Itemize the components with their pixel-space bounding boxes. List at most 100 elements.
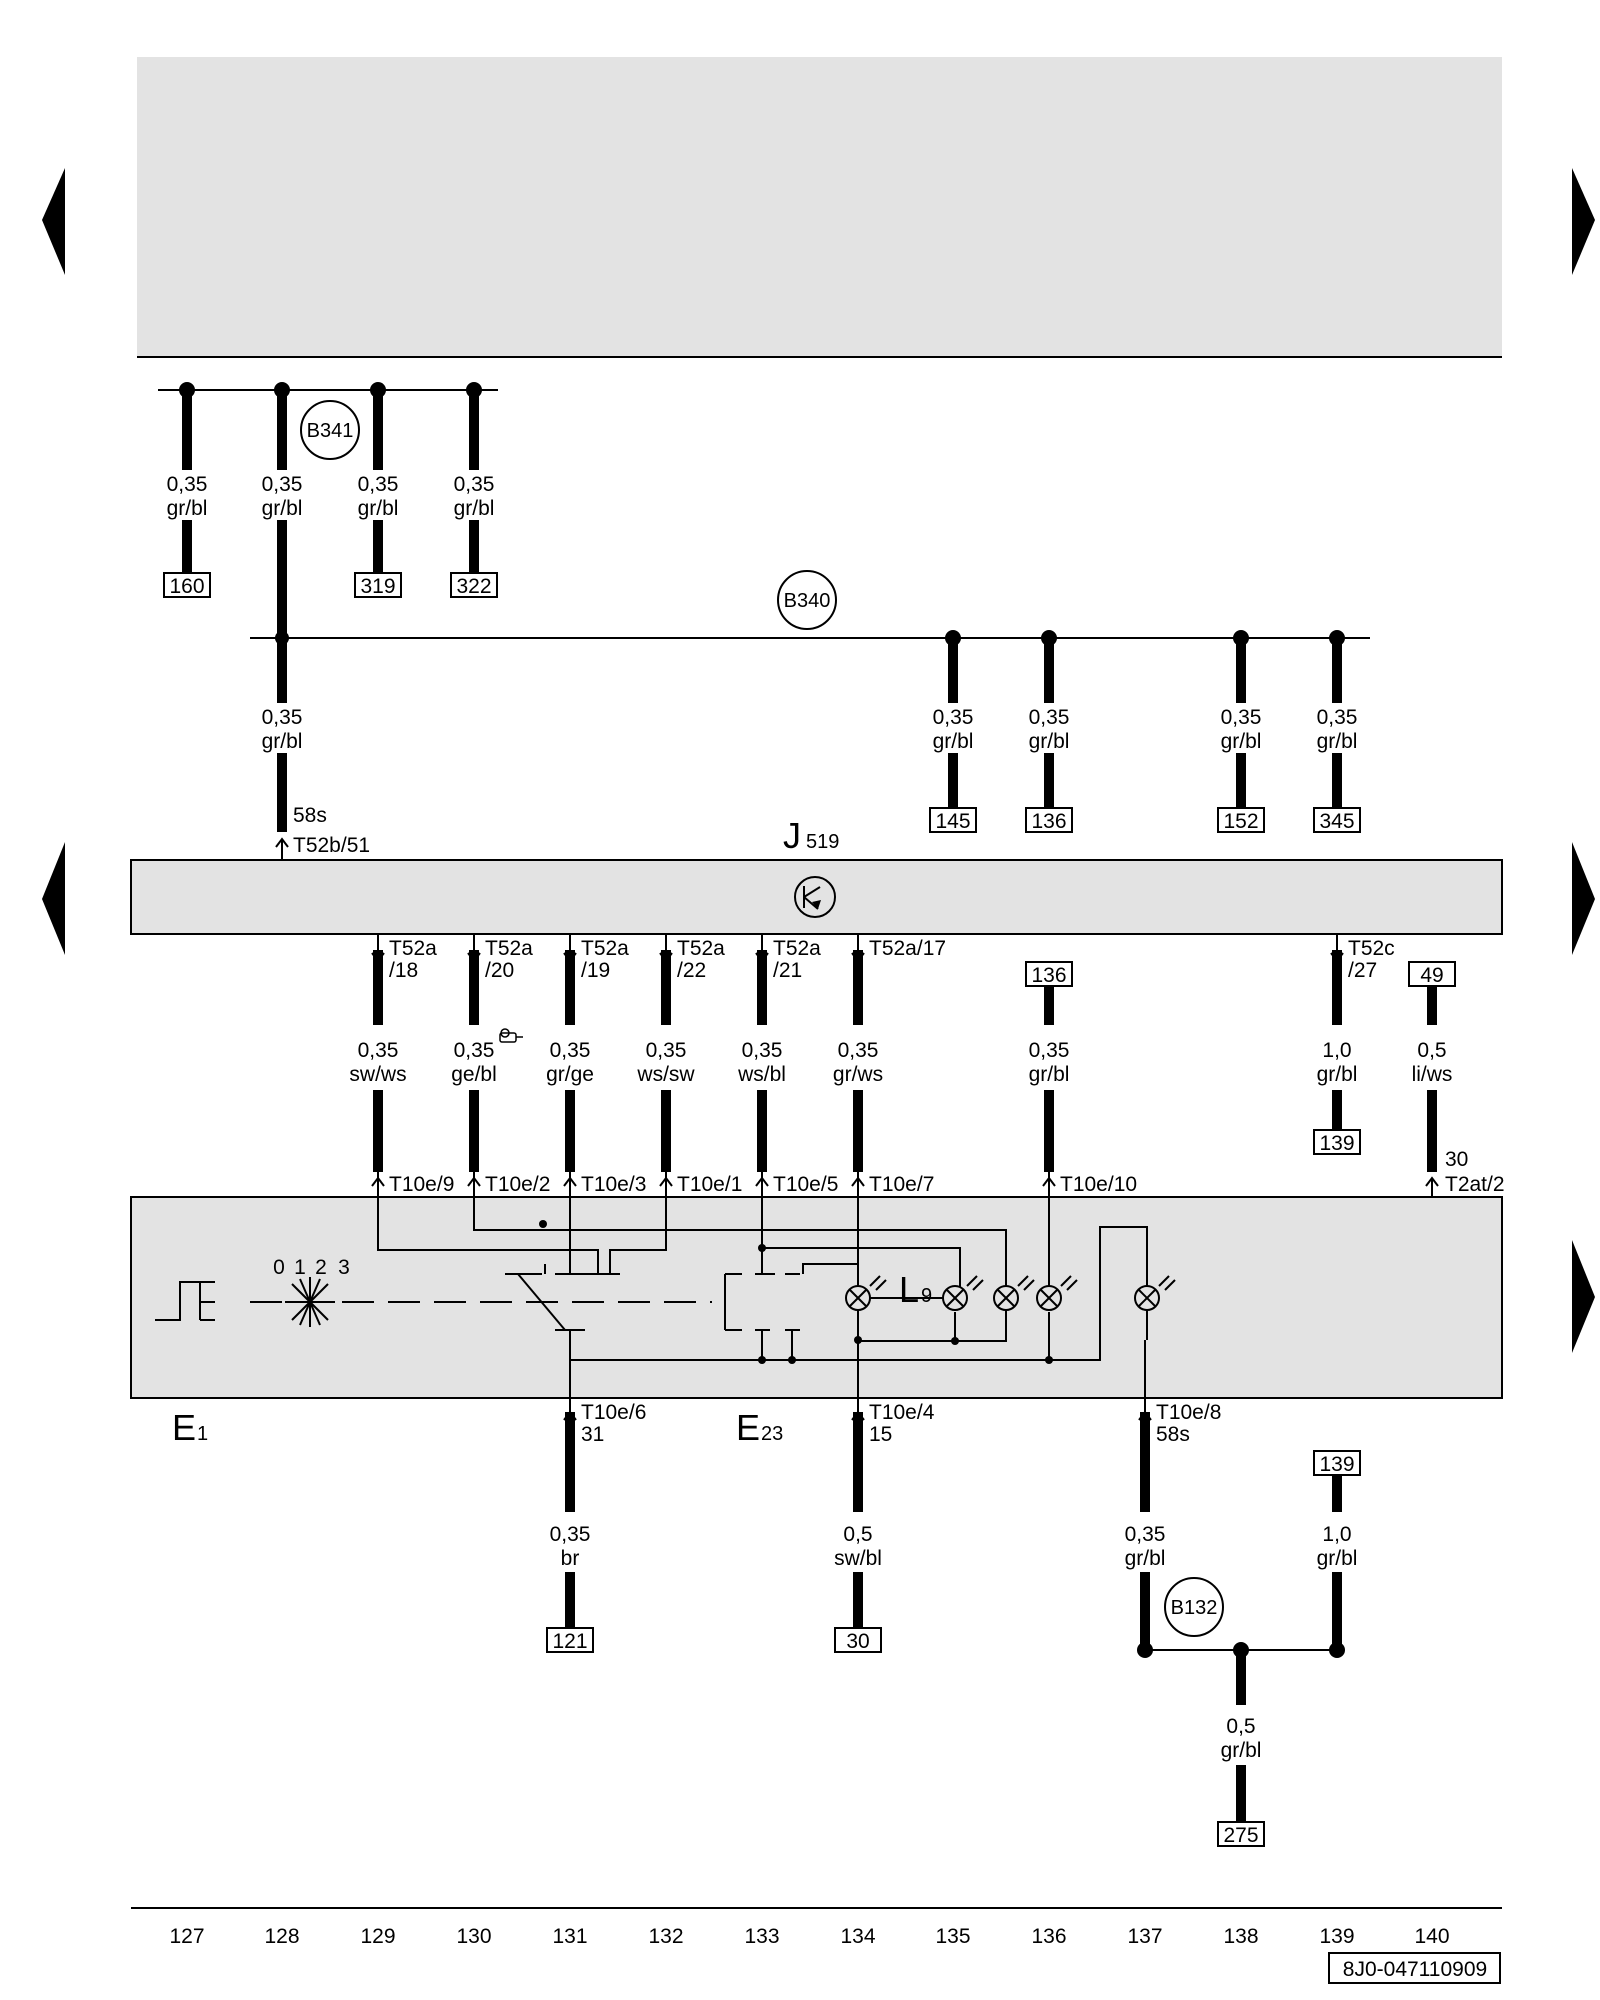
column-numbers: 127 128 129 130 131 132 133 134 135 136 … bbox=[169, 1925, 1449, 1948]
svg-text:/22: /22 bbox=[677, 959, 706, 982]
nav-left-mid-arrow-icon[interactable] bbox=[42, 842, 65, 955]
svg-text:3: 3 bbox=[338, 1256, 350, 1279]
svg-text:132: 132 bbox=[648, 1925, 683, 1948]
svg-text:127: 127 bbox=[169, 1925, 204, 1948]
svg-text:0,35: 0,35 bbox=[1221, 706, 1262, 729]
connector-b132-label: B132 bbox=[1171, 1597, 1218, 1619]
svg-text:ws/bl: ws/bl bbox=[737, 1063, 786, 1086]
svg-text:58s: 58s bbox=[293, 804, 327, 827]
svg-text:0: 0 bbox=[273, 1256, 285, 1279]
svg-text:345: 345 bbox=[1319, 810, 1354, 833]
svg-text:/20: /20 bbox=[485, 959, 514, 982]
reference-boxes bbox=[163, 572, 1456, 1847]
svg-text:0,35: 0,35 bbox=[358, 473, 399, 496]
svg-text:/19: /19 bbox=[581, 959, 610, 982]
svg-text:0,35: 0,35 bbox=[838, 1039, 879, 1062]
svg-text:49: 49 bbox=[1420, 964, 1443, 987]
svg-text:58s: 58s bbox=[1156, 1423, 1190, 1446]
svg-text:1: 1 bbox=[294, 1256, 306, 1279]
module-e1-e23 bbox=[130, 1196, 1503, 1399]
svg-text:gr/bl: gr/bl bbox=[358, 497, 399, 520]
svg-text:139: 139 bbox=[1319, 1132, 1354, 1155]
svg-text:gr/bl: gr/bl bbox=[1029, 1063, 1070, 1086]
svg-text:121: 121 bbox=[552, 1630, 587, 1653]
control-unit-icon bbox=[794, 876, 836, 918]
connector-b340-label: B340 bbox=[784, 590, 831, 612]
key-icon bbox=[499, 1028, 523, 1043]
wires bbox=[182, 390, 1437, 1822]
svg-text:138: 138 bbox=[1223, 1925, 1258, 1948]
svg-text:br: br bbox=[561, 1547, 580, 1570]
svg-text:ge/bl: ge/bl bbox=[451, 1063, 497, 1086]
svg-text:T10e/1: T10e/1 bbox=[677, 1173, 742, 1196]
bulb-icon bbox=[1134, 1275, 1176, 1311]
doc-id-box bbox=[1328, 1952, 1501, 1984]
nav-right-top-arrow-icon[interactable] bbox=[1572, 168, 1595, 275]
svg-text:136: 136 bbox=[1031, 964, 1066, 987]
svg-text:30: 30 bbox=[846, 1630, 869, 1653]
nav-right-low-arrow-icon[interactable] bbox=[1572, 1240, 1595, 1353]
svg-text:T52b/51: T52b/51 bbox=[293, 834, 370, 857]
svg-text:gr/ge: gr/ge bbox=[546, 1063, 594, 1086]
doc-id: 8J0-047110909 bbox=[1343, 1958, 1487, 1981]
connector-b340 bbox=[777, 570, 837, 630]
svg-text:gr/ws: gr/ws bbox=[833, 1063, 883, 1086]
svg-text:gr/bl: gr/bl bbox=[1317, 1547, 1358, 1570]
svg-text:0,35: 0,35 bbox=[167, 473, 208, 496]
svg-text:136: 136 bbox=[1031, 810, 1066, 833]
svg-text:160: 160 bbox=[169, 575, 204, 598]
bulbs bbox=[845, 1275, 1176, 1311]
svg-text:gr/bl: gr/bl bbox=[1029, 730, 1070, 753]
svg-text:131: 131 bbox=[552, 1925, 587, 1948]
svg-text:0,5: 0,5 bbox=[1417, 1039, 1446, 1062]
svg-text:sw/bl: sw/bl bbox=[834, 1547, 882, 1570]
bulb-icon bbox=[993, 1275, 1035, 1311]
svg-text:T52a: T52a bbox=[389, 937, 437, 960]
svg-text:T10e/9: T10e/9 bbox=[389, 1173, 454, 1196]
svg-text:T10e/10: T10e/10 bbox=[1060, 1173, 1137, 1196]
bulb-icon bbox=[1036, 1275, 1078, 1311]
svg-text:133: 133 bbox=[744, 1925, 779, 1948]
svg-text:140: 140 bbox=[1414, 1925, 1449, 1948]
svg-text:139: 139 bbox=[1319, 1925, 1354, 1948]
nav-left-top-arrow-icon[interactable] bbox=[42, 168, 65, 275]
svg-text:0,35: 0,35 bbox=[454, 473, 495, 496]
svg-text:135: 135 bbox=[935, 1925, 970, 1948]
svg-text:/21: /21 bbox=[773, 959, 802, 982]
connector-b132 bbox=[1164, 1577, 1224, 1637]
svg-text:gr/bl: gr/bl bbox=[933, 730, 974, 753]
svg-text:0,35: 0,35 bbox=[550, 1039, 591, 1062]
e1-letter: E bbox=[172, 1407, 196, 1448]
svg-text:139: 139 bbox=[1319, 1453, 1354, 1476]
e23-letter: E bbox=[736, 1407, 760, 1448]
svg-text:gr/bl: gr/bl bbox=[454, 497, 495, 520]
svg-text:15: 15 bbox=[869, 1423, 892, 1446]
svg-text:sw/ws: sw/ws bbox=[349, 1063, 406, 1086]
svg-text:T52a: T52a bbox=[773, 937, 821, 960]
svg-text:319: 319 bbox=[360, 575, 395, 598]
svg-text:T52a: T52a bbox=[677, 937, 725, 960]
j519-sub: 519 bbox=[806, 831, 839, 853]
svg-text:gr/bl: gr/bl bbox=[167, 497, 208, 520]
svg-text:137: 137 bbox=[1127, 1925, 1162, 1948]
svg-text:T10e/6: T10e/6 bbox=[581, 1401, 646, 1424]
svg-text:152: 152 bbox=[1223, 810, 1258, 833]
pin-stubs bbox=[377, 934, 1338, 1412]
svg-text:0,35: 0,35 bbox=[454, 1039, 495, 1062]
svg-text:275: 275 bbox=[1223, 1824, 1258, 1847]
svg-text:/27: /27 bbox=[1348, 959, 1377, 982]
nav-right-mid-arrow-icon[interactable] bbox=[1572, 842, 1595, 955]
j519-letter: J bbox=[783, 815, 801, 856]
svg-text:0,35: 0,35 bbox=[262, 706, 303, 729]
svg-text:T10e/4: T10e/4 bbox=[869, 1401, 935, 1424]
svg-text:30: 30 bbox=[1445, 1148, 1468, 1171]
svg-text:0,35: 0,35 bbox=[550, 1523, 591, 1546]
reference-labels[interactable]: 160 319 322 145 136 152 345 136 49 139 1… bbox=[169, 575, 1443, 1847]
svg-text:T10e/2: T10e/2 bbox=[485, 1173, 550, 1196]
svg-text:145: 145 bbox=[935, 810, 970, 833]
svg-text:0,35: 0,35 bbox=[742, 1039, 783, 1062]
svg-text:gr/bl: gr/bl bbox=[262, 730, 303, 753]
svg-text:T52a: T52a bbox=[581, 937, 629, 960]
switch-positions: 0 1 2 3 bbox=[273, 1256, 350, 1279]
top-panel bbox=[137, 57, 1502, 357]
